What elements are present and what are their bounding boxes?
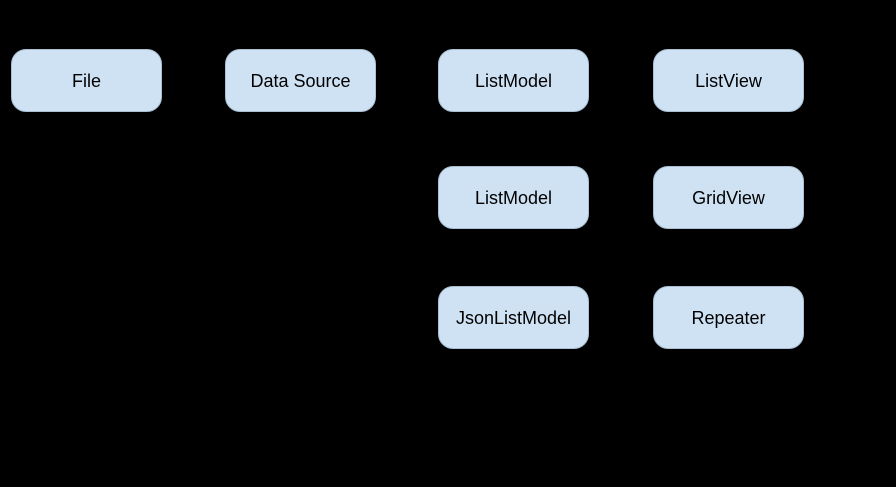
node-data-source: Data Source xyxy=(225,49,376,112)
node-listmodel-middle: ListModel xyxy=(438,166,589,229)
node-listview: ListView xyxy=(653,49,804,112)
node-listmodel-top: ListModel xyxy=(438,49,589,112)
node-gridview: GridView xyxy=(653,166,804,229)
node-jsonlistmodel: JsonListModel xyxy=(438,286,589,349)
node-repeater: Repeater xyxy=(653,286,804,349)
node-file: File xyxy=(11,49,162,112)
